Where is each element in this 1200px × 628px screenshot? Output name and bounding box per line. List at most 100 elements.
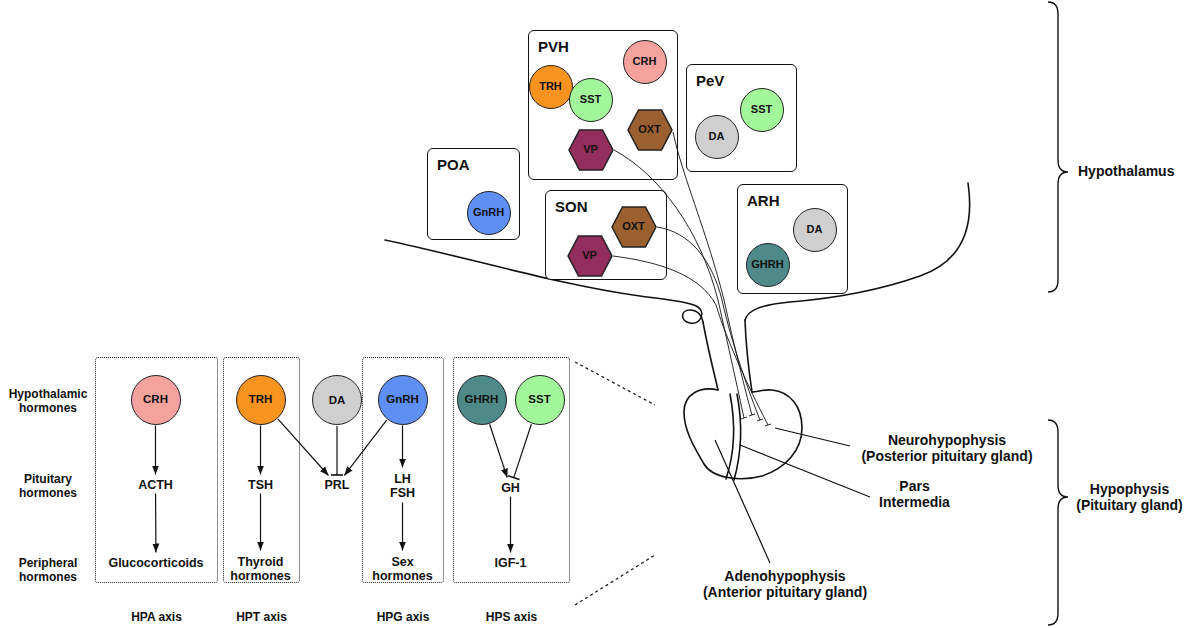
annotation-label: Hypothalamic hormones	[0, 387, 96, 415]
hormone-name: TSH	[241, 478, 281, 492]
hormone-label: PRL	[320, 477, 354, 493]
pituitary-outline	[684, 389, 802, 479]
stimulation-arrow	[260, 494, 261, 551]
curly-brace	[1048, 420, 1068, 625]
hormone-name: IGF-1	[486, 556, 536, 570]
inhibition-connector	[514, 424, 532, 477]
stimulation-arrow	[510, 497, 511, 553]
hormone-hexagon: OXT	[627, 109, 673, 151]
stimulation-arrow	[490, 424, 508, 477]
zoom-line	[575, 555, 655, 605]
nucleus-name: SON	[555, 198, 588, 215]
stimulation-arrow	[155, 426, 156, 475]
stimulation-arrow	[278, 419, 329, 476]
axon-terminal	[749, 414, 755, 416]
hormone-label: LH FSH	[387, 470, 419, 502]
inhibition-connector	[336, 426, 337, 475]
hormone-circle: CRH	[131, 375, 181, 425]
hormone-label: TSH	[241, 477, 281, 493]
nucleus-box: POA GnRH	[427, 148, 520, 240]
hormone-hexagon: VP	[567, 235, 613, 277]
nucleus-box: ARH DA GHRH	[737, 184, 848, 294]
hormone-circle: TRH	[529, 65, 573, 109]
curly-brace	[1048, 2, 1068, 292]
hormone-name: SST	[751, 103, 772, 116]
annotation-label: Peripheral hormones	[0, 556, 96, 584]
hormone-name: OXT	[622, 220, 645, 233]
hormone-hexagon: OXT	[611, 206, 657, 248]
hormone-name: GnRH	[473, 206, 504, 219]
hormone-name: SST	[528, 393, 550, 406]
axis-box: HPT axisTRHTSHThyroid hormones	[223, 357, 300, 583]
hormone-name: Thyroid hormones	[225, 555, 297, 583]
hormone-circle: DA	[793, 208, 837, 252]
stimulation-arrow	[155, 494, 157, 553]
annotation-label: Neurohypophysis (Posterior pituitary gla…	[857, 432, 1037, 464]
hexagon-outline	[612, 207, 656, 247]
hormone-circle: DA	[695, 115, 739, 159]
hexagon-outline	[568, 236, 612, 276]
hormone-name: VP	[582, 249, 597, 262]
hexagon-outline	[569, 130, 613, 170]
hormone-name: DA	[807, 223, 823, 236]
hormone-name: VP	[583, 143, 598, 156]
stimulation-arrow	[344, 420, 386, 475]
axis-name: HPS axis	[454, 610, 569, 624]
hormone-name: PRL	[320, 478, 354, 492]
annotation-label: Pars Intermedia	[872, 478, 957, 510]
hormone-name: CRH	[143, 393, 168, 406]
axis-box: HPG axisGnRHLH FSHSex hormones	[362, 357, 444, 583]
connector-group	[156, 419, 532, 553]
stimulation-arrow	[402, 426, 403, 468]
stimulation-arrow	[402, 503, 403, 551]
stimulation-arrow	[260, 426, 261, 475]
hormone-name: Glucocorticoids	[99, 556, 214, 570]
annotation-label: Pituitary hormones	[0, 472, 96, 500]
axis-name: HPG axis	[363, 610, 443, 624]
hormone-name: GH	[496, 481, 526, 495]
hormone-name: Sex hormones	[368, 555, 438, 583]
hormone-hexagon: VP	[568, 129, 614, 171]
pituitary-stalk	[703, 322, 718, 390]
hypothalamus-outline	[745, 183, 970, 320]
nucleus-name: POA	[437, 156, 470, 173]
nucleus-box: PeV SST DA	[686, 64, 797, 172]
hormone-circle: CRH	[623, 40, 667, 84]
nucleus-name: ARH	[747, 192, 780, 209]
annotation-label: Hypophysis (Pituitary gland)	[1067, 481, 1192, 513]
axis-box: HPS axisGHRHSSTGHIGF-1	[453, 357, 570, 583]
axis-name: HPA axis	[96, 610, 217, 624]
leader-line	[740, 445, 870, 497]
axon-terminal	[757, 419, 763, 421]
nucleus-box: SON OXT VP	[545, 190, 667, 280]
axon-terminal	[741, 417, 747, 419]
hormone-name: GnRH	[386, 393, 419, 406]
hormone-name: ACTH	[131, 478, 181, 492]
hormone-circle: DA	[312, 375, 362, 425]
hexagon-outline	[628, 110, 672, 150]
axis-box: HPA axisCRHACTHGlucocorticoids	[95, 357, 218, 583]
annotation-label: Adenohypophysis (Anterior pituitary glan…	[698, 568, 872, 600]
hormone-name: TRH	[249, 393, 273, 406]
zoom-line	[575, 362, 655, 405]
axon-terminal	[765, 424, 771, 426]
hormone-name: SST	[580, 93, 601, 106]
hormone-circle: GnRH	[467, 191, 511, 235]
hormone-name: GHRH	[751, 258, 783, 271]
hormone-circle: SST	[515, 375, 565, 425]
leader-line	[775, 428, 850, 446]
hormone-name: GHRH	[465, 393, 499, 406]
annotation-label: Hypothalamus	[1078, 163, 1200, 179]
hormone-name: CRH	[633, 55, 657, 68]
hormone-label: IGF-1	[486, 555, 536, 571]
hormone-name: LH FSH	[387, 472, 419, 500]
hormone-label: Glucocorticoids	[99, 555, 214, 571]
hormone-label: Thyroid hormones	[225, 553, 297, 585]
hormone-circle: TRH	[236, 375, 286, 425]
nucleus-name: PeV	[696, 72, 724, 89]
hormone-label: Sex hormones	[368, 553, 438, 585]
leader-line	[715, 440, 770, 563]
hormone-name: OXT	[638, 123, 661, 136]
hormone-label: ACTH	[131, 477, 181, 493]
